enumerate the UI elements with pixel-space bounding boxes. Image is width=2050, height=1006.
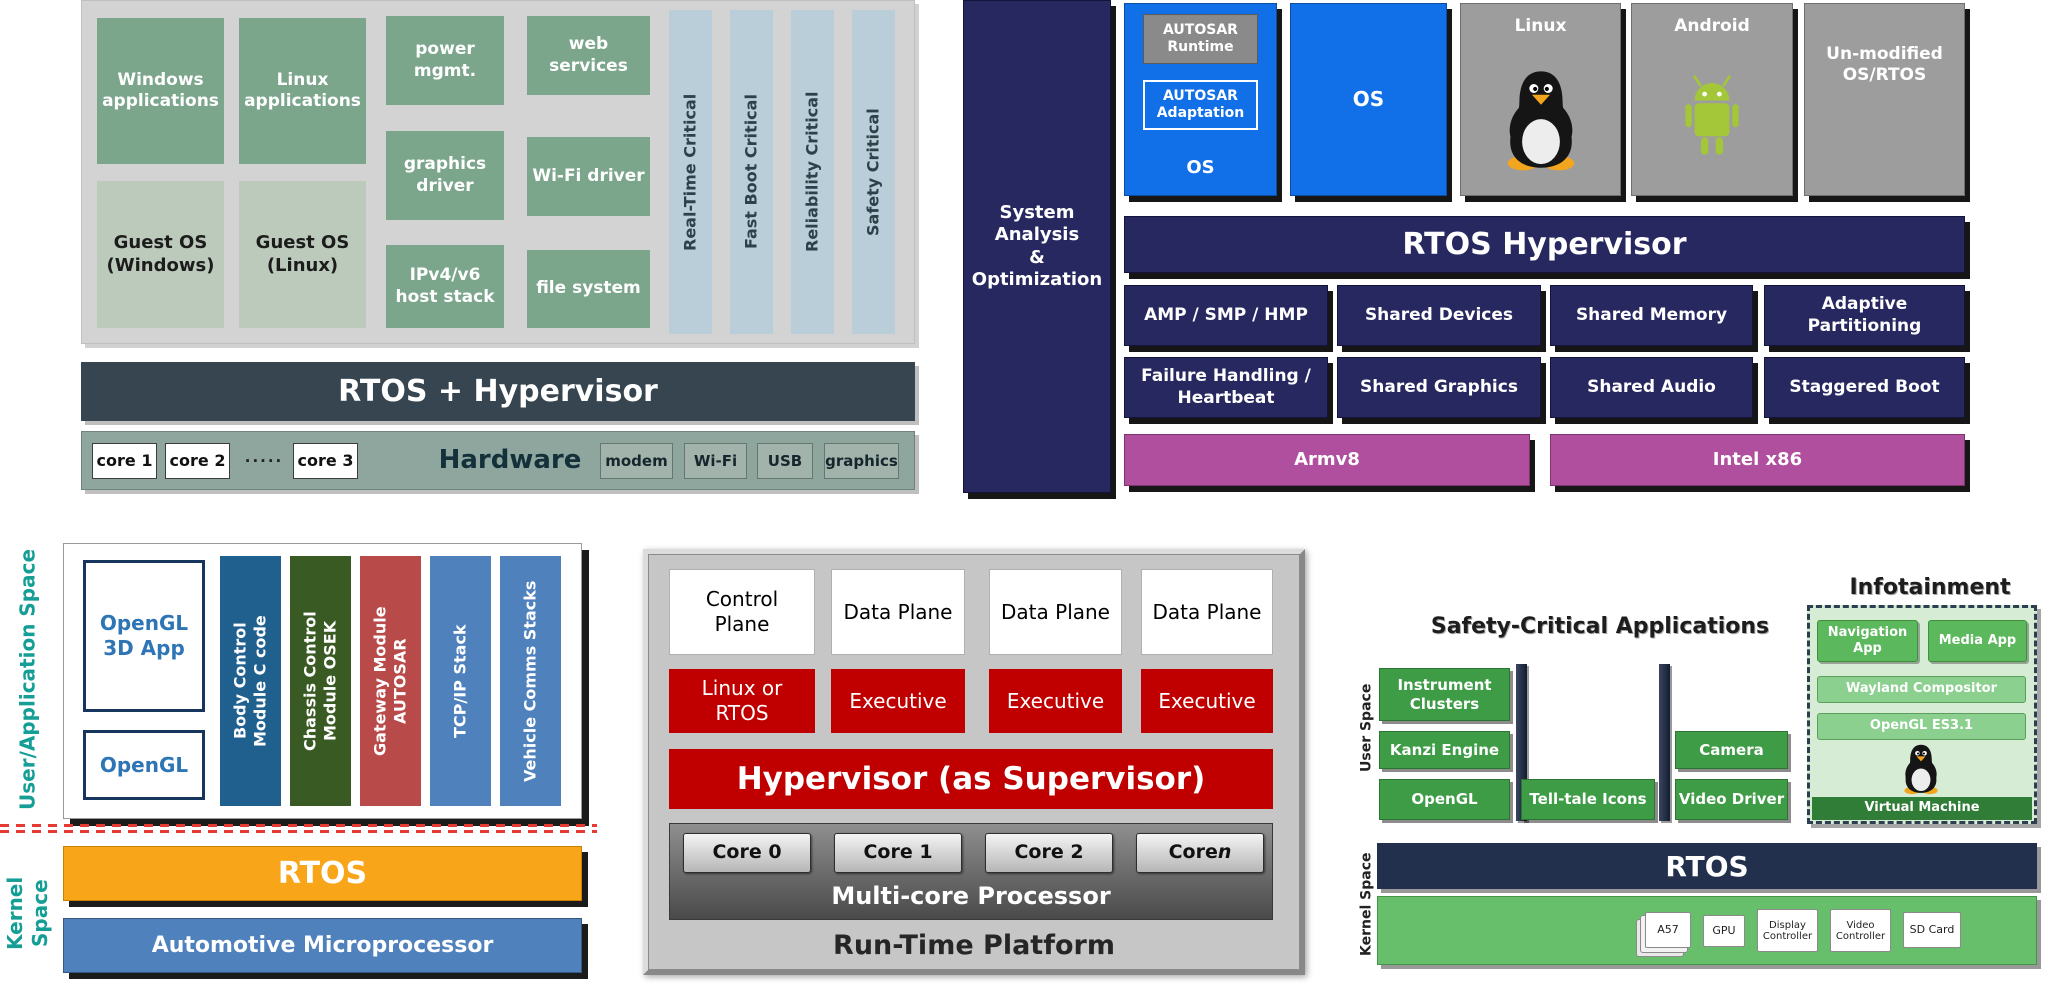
autosar-os-label: OS	[1186, 156, 1215, 178]
user-application-space-label: User/Application Space	[15, 548, 40, 810]
usb-chip: USB	[757, 443, 813, 479]
armv8-bar: Armv8	[1124, 434, 1530, 486]
web-services-box: web services	[527, 16, 650, 95]
file-system-box: file system	[527, 250, 650, 328]
power-mgmt-box: power mgmt.	[386, 16, 504, 105]
core-n-prefix: Core	[1168, 841, 1218, 864]
feature-shared-devices: Shared Devices	[1337, 285, 1541, 346]
feature-amp-smp-hmp: AMP / SMP / HMP	[1124, 285, 1328, 346]
feature-shared-graphics: Shared Graphics	[1337, 357, 1541, 418]
gateway-module-column: Gateway Module AUTOSAR	[360, 556, 421, 806]
data-plane-box-3: Data Plane	[1141, 569, 1273, 655]
control-plane-box: Control Plane	[669, 569, 815, 655]
feature-shared-memory: Shared Memory	[1550, 285, 1753, 346]
hardware-label: Hardware	[438, 445, 582, 476]
opengl-box: OpenGL	[83, 730, 205, 800]
data-plane-box-2: Data Plane	[989, 569, 1122, 655]
modem-chip: modem	[600, 443, 673, 479]
safety-critical-bar: Safety Critical	[852, 10, 895, 334]
core2-box: core 2	[165, 443, 230, 479]
navigation-app-box: Navigation App	[1817, 620, 1918, 662]
android-icon	[1666, 52, 1758, 184]
wifi-chip: Wi-Fi	[684, 443, 747, 479]
wifi-driver-box: Wi-Fi driver	[527, 137, 650, 216]
space-divider-dashes-top	[0, 824, 597, 827]
autosar-adaptation-box: AUTOSAR Adaptation	[1143, 80, 1258, 130]
separator-pillar-1	[1516, 664, 1527, 821]
feature-shared-audio: Shared Audio	[1550, 357, 1753, 418]
linux-applications-box: Linux applications	[239, 18, 366, 164]
separator-pillar-2	[1659, 664, 1670, 821]
guest-os-windows-box: Guest OS (Windows)	[97, 181, 224, 328]
opengl-3d-app-box: OpenGL 3D App	[83, 560, 205, 712]
data-plane-box-1: Data Plane	[831, 569, 965, 655]
vehicle-comms-stacks-column: Vehicle Comms Stacks	[500, 556, 561, 806]
hypervisor-supervisor-bar: Hypervisor (as Supervisor)	[669, 749, 1273, 809]
android-label: Android	[1674, 16, 1750, 37]
unmodified-os-box: Un-modified OS/RTOS	[1804, 3, 1965, 196]
feature-staggered-boot: Staggered Boot	[1764, 357, 1965, 418]
reliability-critical-bar: Reliability Critical	[791, 10, 834, 334]
autosar-runtime-box: AUTOSAR Runtime	[1143, 14, 1258, 64]
gpu-chip: GPU	[1703, 915, 1745, 947]
body-control-module-column: Body Control Module C code	[220, 556, 281, 806]
executive-box-2: Executive	[989, 669, 1122, 733]
ipv4v6-host-stack-box: IPv4/v6 host stack	[386, 245, 504, 328]
kernel-space-label: Kernel Space	[3, 876, 52, 950]
tux-icon-small	[1896, 742, 1946, 796]
linux-label: Linux	[1514, 16, 1567, 37]
display-controller-chip: Display Controller	[1757, 909, 1818, 952]
intel-x86-bar: Intel x86	[1550, 434, 1965, 486]
tcpip-stack-column: TCP/IP Stack	[430, 556, 491, 806]
graphics-driver-box: graphics driver	[386, 131, 504, 220]
core0-box: Core 0	[683, 833, 811, 873]
space-divider-dashes-bottom	[0, 830, 597, 833]
core2-box-d4: Core 2	[985, 833, 1113, 873]
safety-critical-applications-title: Safety-Critical Applications	[1430, 614, 1770, 640]
core-n-box: Core n	[1136, 833, 1264, 873]
infotainment-title: Infotainment	[1849, 575, 2011, 601]
feature-adaptive-partitioning: Adaptive Partitioning	[1764, 285, 1965, 346]
camera-box: Camera	[1675, 731, 1788, 769]
core-ellipsis: ·····	[244, 451, 284, 470]
chassis-control-module-column: Chassis Control Module OSEK	[290, 556, 351, 806]
core1-box-d4: Core 1	[834, 833, 962, 873]
opengl-box-d5: OpenGL	[1379, 779, 1510, 820]
rtos-bar-d5: RTOS	[1377, 843, 2037, 889]
kanzi-engine-box: Kanzi Engine	[1379, 731, 1510, 769]
video-controller-chip: Video Controller	[1830, 909, 1891, 952]
system-analysis-box: System Analysis & Optimization	[963, 0, 1111, 493]
rtos-hypervisor-bar: RTOS + Hypervisor	[81, 362, 915, 421]
automotive-microprocessor-bar: Automotive Microprocessor	[63, 918, 582, 973]
media-app-box: Media App	[1928, 620, 2027, 662]
linux-or-rtos-box: Linux or RTOS	[669, 669, 815, 733]
a57-chip: A57	[1645, 912, 1691, 948]
core-n-var: n	[1217, 841, 1232, 864]
os-guest-box: OS	[1290, 3, 1447, 196]
user-space-label-d5: User Space	[1358, 683, 1375, 773]
video-driver-box: Video Driver	[1675, 779, 1788, 820]
virtual-machine-bar: Virtual Machine	[1812, 797, 2032, 820]
sd-card-chip: SD Card	[1903, 912, 1961, 948]
rtos-bar-automotive: RTOS	[63, 846, 582, 901]
telltale-icons-box: Tell-tale Icons	[1521, 779, 1655, 820]
fastboot-critical-bar: Fast Boot Critical	[730, 10, 773, 334]
executive-box-1: Executive	[831, 669, 965, 733]
instrument-clusters-box: Instrument Clusters	[1379, 668, 1510, 721]
graphics-chip: graphics	[824, 443, 899, 479]
core3-box: core 3	[293, 443, 358, 479]
multicore-processor-label: Multi-core Processor	[831, 882, 1111, 910]
feature-failure-handling: Failure Handling / Heartbeat	[1124, 357, 1328, 418]
wayland-compositor-box: Wayland Compositor	[1817, 676, 2026, 703]
runtime-platform-caption: Run-Time Platform	[833, 930, 1115, 962]
rtos-hypervisor-title-bar: RTOS Hypervisor	[1124, 216, 1965, 273]
core1-box: core 1	[92, 443, 157, 479]
guest-os-linux-box: Guest OS (Linux)	[239, 181, 366, 328]
realtime-critical-bar: Real-Time Critical	[669, 10, 712, 334]
opengl-es-box: OpenGL ES3.1	[1817, 713, 2026, 740]
windows-applications-box: Windows applications	[97, 18, 224, 164]
tux-icon	[1496, 56, 1586, 184]
executive-box-3: Executive	[1141, 669, 1273, 733]
